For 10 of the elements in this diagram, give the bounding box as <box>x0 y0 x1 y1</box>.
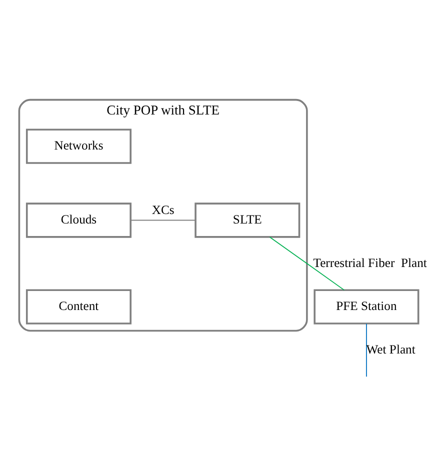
connector <box>269 236 345 290</box>
node-box: Networks <box>26 128 132 164</box>
edge-label: Terrestrial Fiber Plant <box>313 256 427 270</box>
connector <box>366 323 367 378</box>
edge-label: XCs <box>152 203 174 218</box>
node-box: PFE Station <box>314 289 420 324</box>
connector <box>130 220 196 221</box>
node-box: SLTE <box>194 202 300 238</box>
node-box: Clouds <box>26 202 132 238</box>
node-box: Content <box>26 289 132 324</box>
